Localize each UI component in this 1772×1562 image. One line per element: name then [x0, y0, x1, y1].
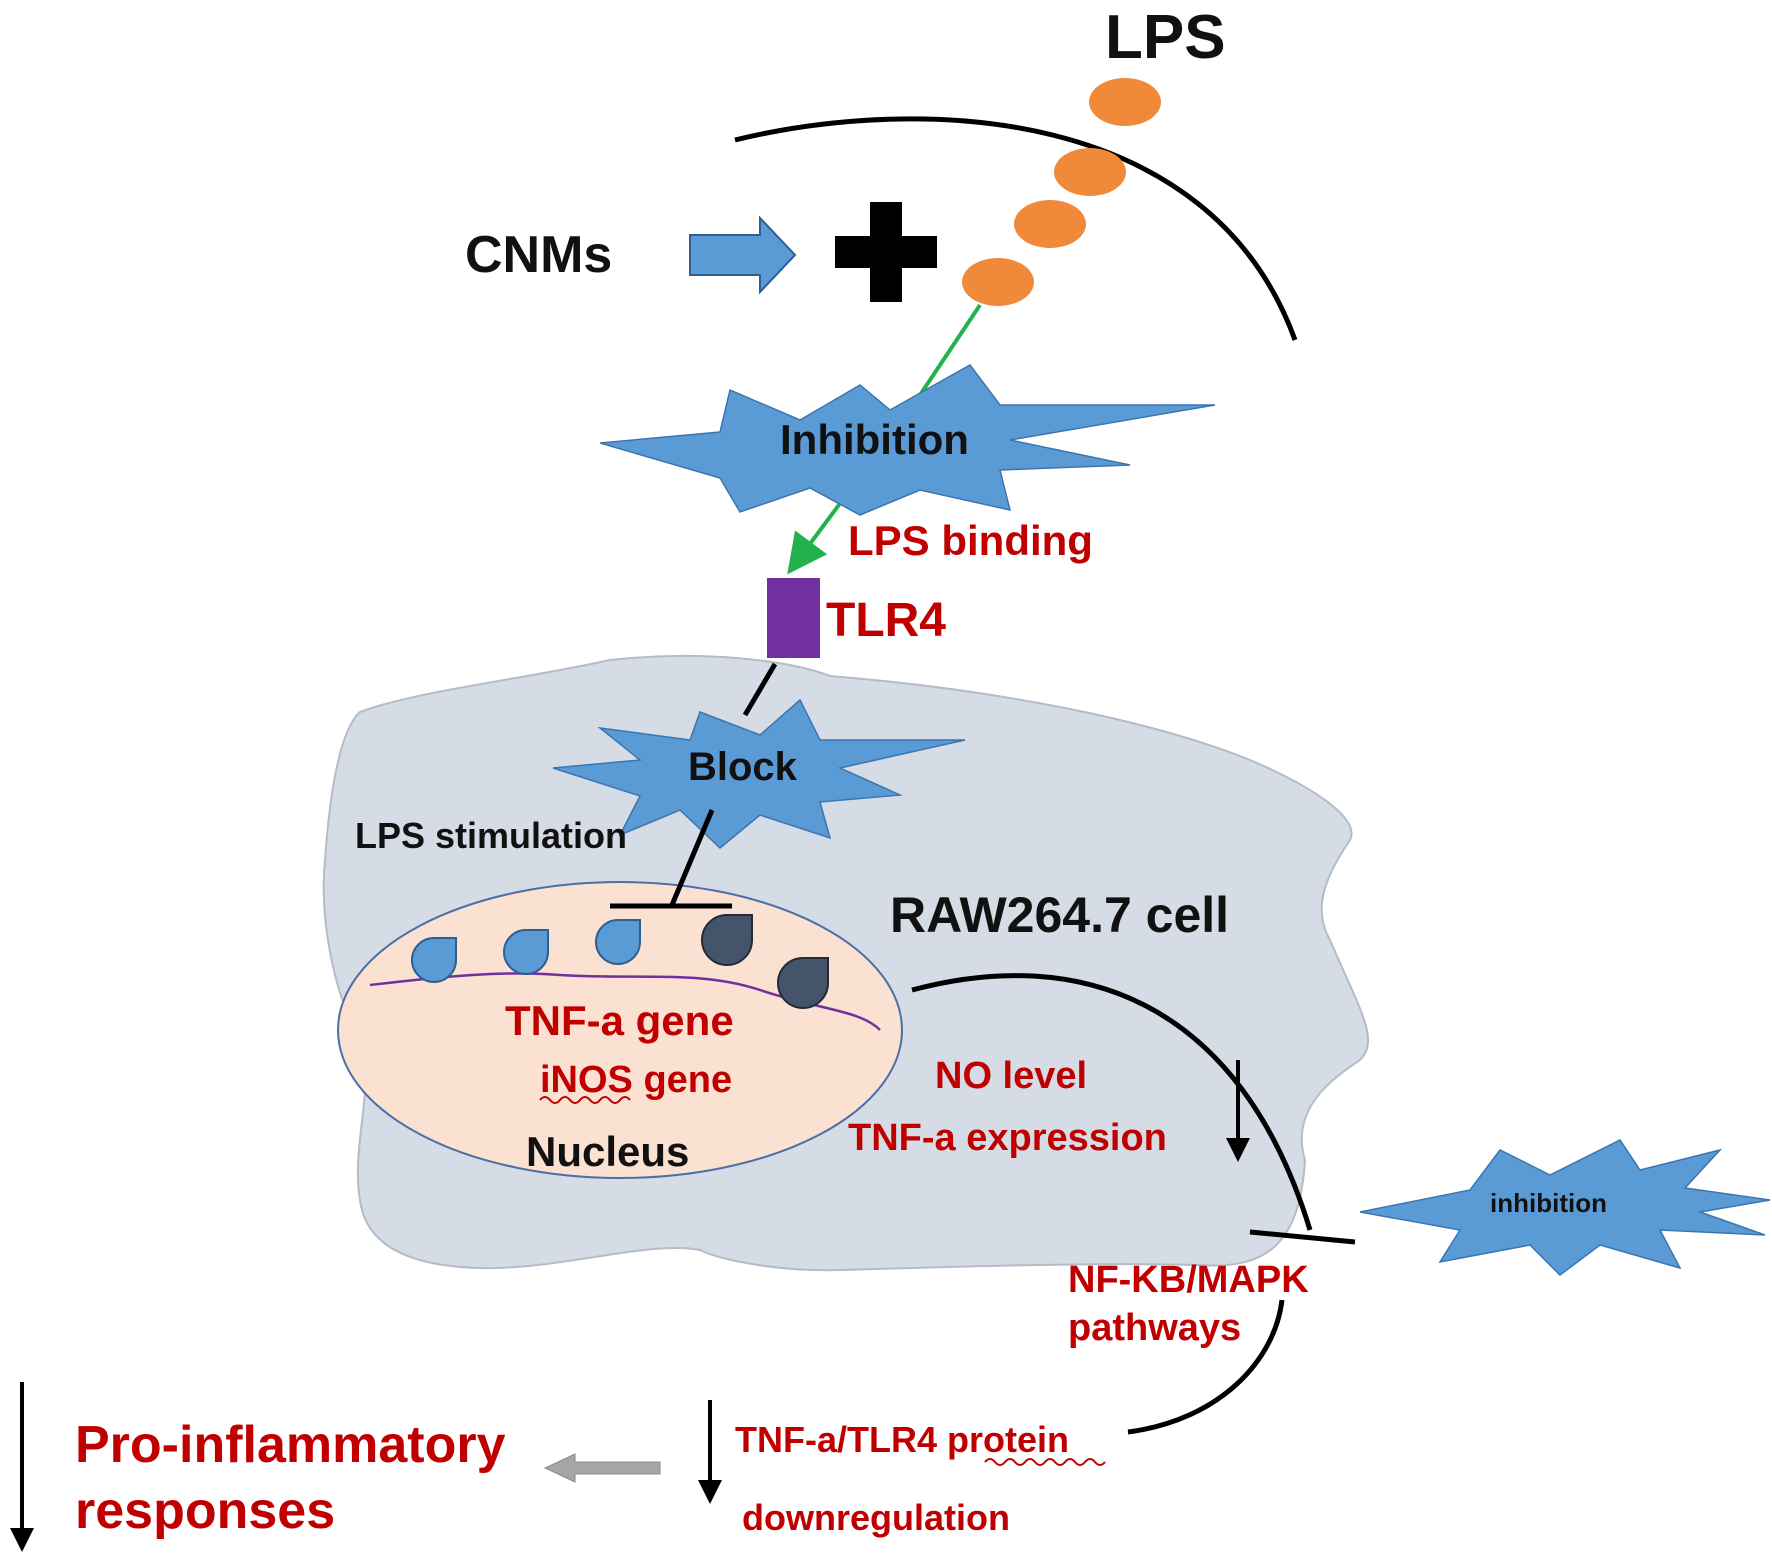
- inos-gene-label: iNOS gene: [540, 1059, 732, 1101]
- no-level-label: NO level: [935, 1055, 1087, 1097]
- membrane-arc: [734, 116, 1298, 341]
- block-arrow-left-icon: [543, 1453, 661, 1483]
- nucleus-to-pathway-arc: [911, 973, 1313, 1231]
- nucleus-label: Nucleus: [526, 1128, 689, 1175]
- cell-label: RAW264.7 cell: [890, 887, 1229, 943]
- pro-inflammatory-label-2: responses: [75, 1482, 335, 1540]
- lps-molecules: [962, 78, 1161, 306]
- lps-oval: [1054, 148, 1126, 196]
- lps-oval: [962, 258, 1034, 306]
- pathway-to-protein-arc: [1127, 1299, 1285, 1435]
- lps-label: LPS: [1105, 3, 1226, 72]
- gene-marker-drop: [411, 937, 457, 983]
- wavy-underline: [539, 1096, 631, 1104]
- inhibition-bar-icon: [1249, 1229, 1356, 1245]
- green-connector: [916, 303, 982, 400]
- tnf-gene-label: TNF-a gene: [505, 997, 734, 1044]
- gene-marker-drop-dark: [777, 957, 829, 1009]
- nucleus: [337, 881, 903, 1179]
- gene-marker-drop: [503, 929, 549, 975]
- wavy-underline: [984, 1458, 1106, 1466]
- inhibition-starburst-top: [599, 364, 1216, 516]
- block-nucleus-line: [669, 809, 715, 906]
- protein-label: TNF-a/TLR4 protein: [735, 1419, 1069, 1460]
- pro-inflammatory-label-1: Pro-inflammatory: [75, 1416, 506, 1474]
- tlr4-receptor: [767, 578, 820, 658]
- pathways-label-2: pathways: [1068, 1307, 1241, 1349]
- downregulation-label: downregulation: [742, 1497, 1010, 1538]
- gene-marker-drop: [595, 919, 641, 965]
- dna-strand: [369, 972, 881, 1031]
- tlr4-block-line: [742, 662, 778, 717]
- gene-marker-drop-dark: [701, 914, 753, 966]
- lps-binding-label: LPS binding: [848, 517, 1093, 564]
- tlr4-label: TLR4: [826, 594, 946, 647]
- block-starburst: [552, 698, 966, 850]
- lps-oval: [1089, 78, 1161, 126]
- inhibition-right-label: inhibition: [1490, 1188, 1607, 1218]
- gene-markers: [411, 914, 829, 1009]
- tnf-expression-label: TNF-a expression: [848, 1117, 1167, 1159]
- block-label: Block: [688, 745, 798, 789]
- lps-oval: [1014, 200, 1086, 248]
- lps-stimulation-label: LPS stimulation: [355, 815, 627, 856]
- inhibition-top-label: Inhibition: [780, 416, 969, 463]
- plus-icon: [835, 202, 937, 302]
- inhibition-starburst-right: [1359, 1139, 1771, 1276]
- cnms-label: CNMs: [465, 226, 612, 284]
- pathways-label-1: NF-KB/MAPK: [1068, 1259, 1309, 1301]
- block-arrow-right-icon: [689, 215, 797, 295]
